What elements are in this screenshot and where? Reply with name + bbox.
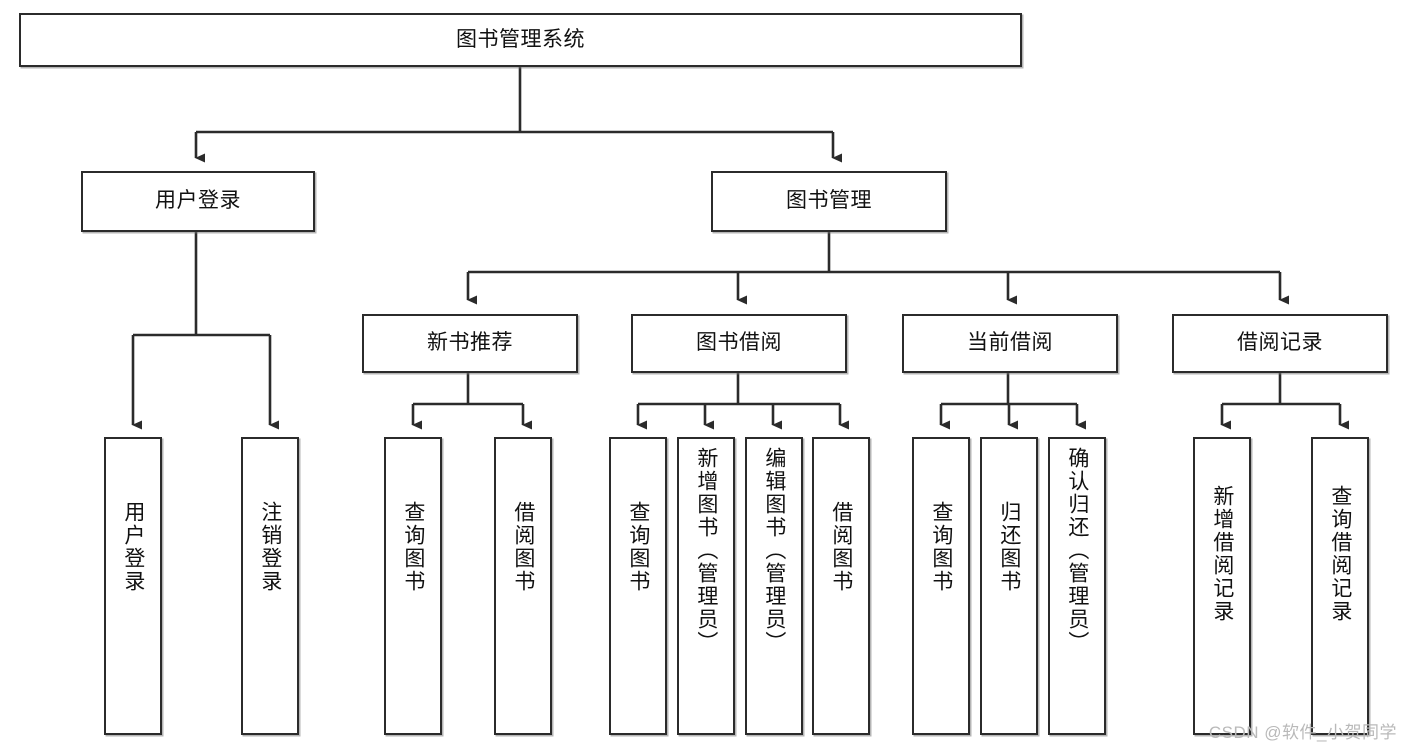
- node-current-borrow[interactable]: 当前借阅: [902, 314, 1118, 373]
- node-user-login[interactable]: 用户登录: [81, 171, 315, 232]
- node-borrow-record-label: 借阅记录: [1237, 331, 1323, 355]
- node-leaf-return-book-label: 归还图书: [997, 501, 1021, 593]
- node-leaf-query-record[interactable]: 查询借阅记录: [1311, 437, 1369, 735]
- node-leaf-confirm-return-label: 确认归还（管理员）: [1065, 447, 1089, 654]
- node-leaf-add-record-label: 新增借阅记录: [1210, 485, 1234, 623]
- node-leaf-add-book-label: 新增图书（管理员）: [694, 447, 718, 654]
- node-leaf-edit-book-label: 编辑图书（管理员）: [762, 447, 786, 654]
- node-leaf-return-book[interactable]: 归还图书: [980, 437, 1038, 735]
- node-borrow-record[interactable]: 借阅记录: [1172, 314, 1388, 373]
- csdn-watermark: CSDN @软件_小贺同学: [1208, 723, 1397, 742]
- node-user-login-label: 用户登录: [155, 189, 241, 213]
- node-leaf-confirm-return[interactable]: 确认归还（管理员）: [1048, 437, 1106, 735]
- node-leaf-borrow-book-1-label: 借阅图书: [511, 501, 535, 593]
- node-book-borrow-label: 图书借阅: [696, 331, 782, 355]
- node-leaf-query-book-2[interactable]: 查询图书: [609, 437, 667, 735]
- node-leaf-query-book-1[interactable]: 查询图书: [384, 437, 442, 735]
- node-leaf-query-record-label: 查询借阅记录: [1328, 485, 1352, 623]
- node-leaf-edit-book[interactable]: 编辑图书（管理员）: [745, 437, 803, 735]
- node-book-manage[interactable]: 图书管理: [711, 171, 947, 232]
- node-new-book-recommend-label: 新书推荐: [427, 331, 513, 355]
- node-leaf-borrow-book-2[interactable]: 借阅图书: [812, 437, 870, 735]
- node-root-label: 图书管理系统: [456, 27, 585, 51]
- node-leaf-user-login[interactable]: 用户登录: [104, 437, 162, 735]
- node-leaf-query-book-3[interactable]: 查询图书: [912, 437, 970, 735]
- node-book-manage-label: 图书管理: [786, 189, 872, 213]
- node-leaf-add-record[interactable]: 新增借阅记录: [1193, 437, 1251, 735]
- node-root[interactable]: 图书管理系统: [19, 13, 1022, 67]
- node-book-borrow[interactable]: 图书借阅: [631, 314, 847, 373]
- node-leaf-borrow-book-1[interactable]: 借阅图书: [494, 437, 552, 735]
- node-leaf-query-book-1-label: 查询图书: [401, 501, 425, 593]
- node-leaf-add-book[interactable]: 新增图书（管理员）: [677, 437, 735, 735]
- node-current-borrow-label: 当前借阅: [967, 331, 1053, 355]
- node-leaf-borrow-book-2-label: 借阅图书: [829, 501, 853, 593]
- node-new-book-recommend[interactable]: 新书推荐: [362, 314, 578, 373]
- node-leaf-query-book-2-label: 查询图书: [626, 501, 650, 593]
- node-leaf-user-login-label: 用户登录: [121, 501, 145, 593]
- node-leaf-logout-login[interactable]: 注销登录: [241, 437, 299, 735]
- node-leaf-logout-login-label: 注销登录: [258, 501, 282, 593]
- node-leaf-query-book-3-label: 查询图书: [929, 501, 953, 593]
